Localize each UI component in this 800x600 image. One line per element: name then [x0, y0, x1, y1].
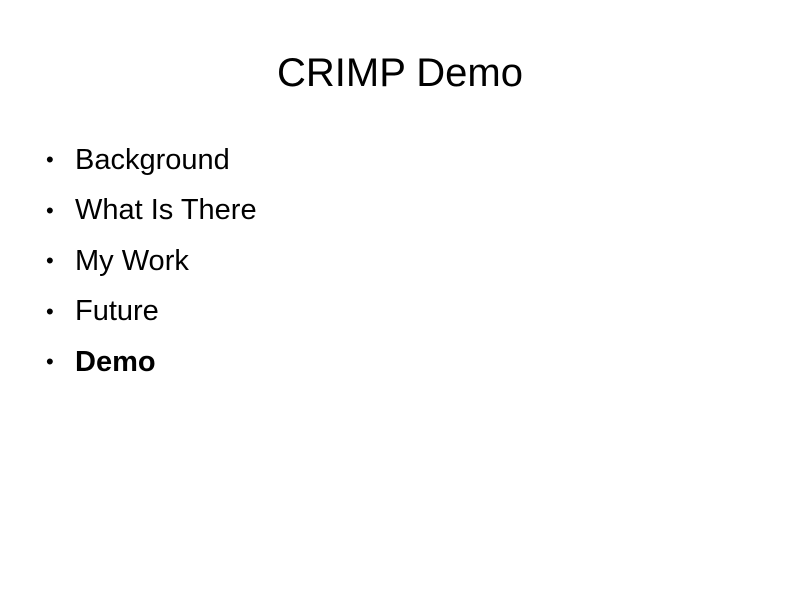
bullet-list: • Background • What Is There • My Work •…: [46, 135, 257, 388]
bullet-item-what-is-there: • What Is There: [46, 186, 257, 237]
bullet-item-future: • Future: [46, 287, 257, 338]
bullet-icon: •: [46, 248, 54, 274]
slide-title: CRIMP Demo: [277, 51, 523, 95]
bullet-text: Background: [75, 143, 230, 176]
bullet-text: Demo: [75, 345, 156, 378]
bullet-text: My Work: [75, 244, 189, 277]
bullet-text: Future: [75, 295, 159, 328]
bullet-item-background: • Background: [46, 135, 257, 186]
bullet-item-demo: • Demo: [46, 337, 257, 388]
bullet-icon: •: [46, 147, 54, 173]
bullet-icon: •: [46, 349, 54, 375]
bullet-icon: •: [46, 197, 54, 223]
bullet-text: What Is There: [75, 194, 257, 227]
bullet-item-my-work: • My Work: [46, 236, 257, 287]
bullet-icon: •: [46, 298, 54, 324]
